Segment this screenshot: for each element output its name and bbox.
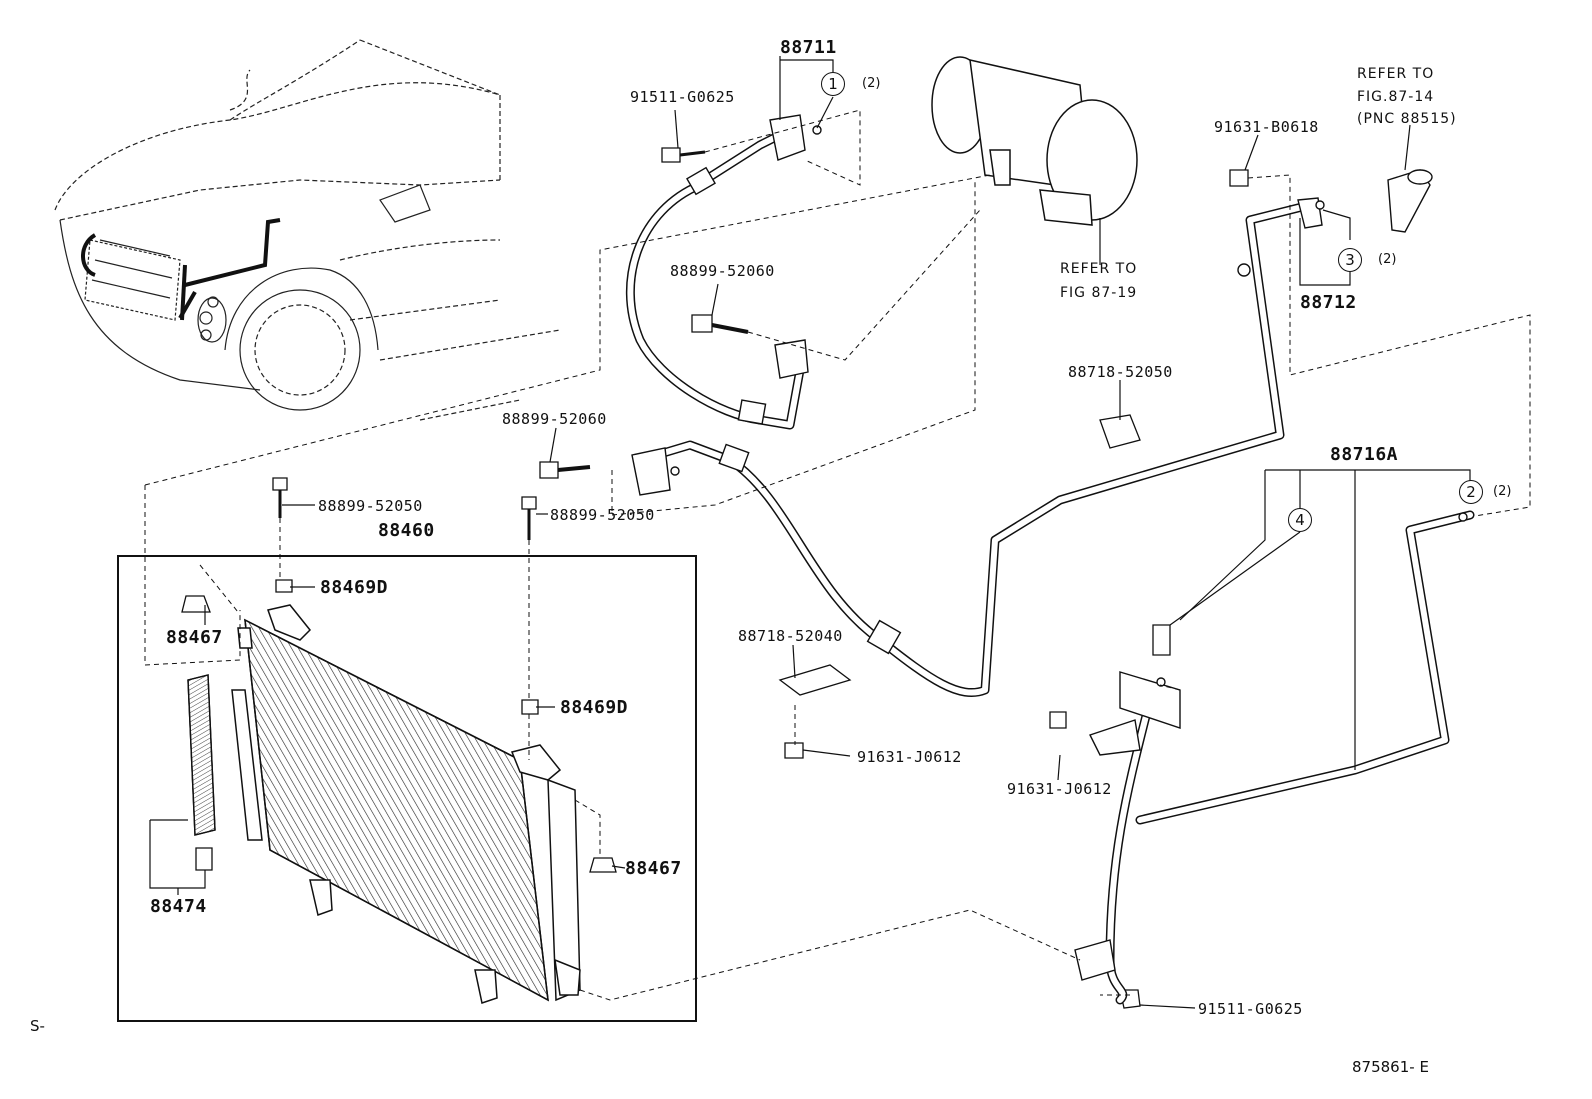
part-88716a-label[interactable]: 88716A [1330, 444, 1399, 465]
callout-1-quantity: (2) [862, 76, 881, 91]
vehicle-ac-line-highlight [81, 218, 281, 321]
callout-4-badge[interactable]: 4 [1288, 508, 1312, 532]
compressor-reference-line2[interactable]: FIG 87-19 [1060, 285, 1138, 301]
fasteners [181, 147, 1249, 1009]
part-88899-52050-right-label[interactable]: 88899-52050 [550, 506, 655, 524]
part-88899-52060-top-label[interactable]: 88899-52060 [670, 262, 775, 280]
part-91631-j0612-center-label[interactable]: 91631-J0612 [857, 748, 962, 766]
part-88718-52040-label[interactable]: 88718-52040 [738, 627, 843, 645]
part-88899-52050-left-label[interactable]: 88899-52050 [318, 497, 423, 515]
condenser-assembly [231, 604, 581, 1004]
part-91511-g0625-top-label[interactable]: 91511-G0625 [630, 88, 735, 106]
part-88711-label[interactable]: 88711 [780, 37, 837, 58]
valve-reference-line2[interactable]: FIG.87-14 [1357, 89, 1435, 105]
callout-2-badge[interactable]: 2 [1459, 480, 1483, 504]
compressor-reference-line1: REFER TO [1060, 261, 1138, 277]
callout-2-quantity: (2) [1493, 484, 1512, 499]
part-88467-right-label[interactable]: 88467 [625, 858, 682, 879]
part-88469d-top-label[interactable]: 88469D [320, 577, 389, 598]
part-91631-b0618-label[interactable]: 91631-B0618 [1214, 118, 1319, 136]
leader-lines-dashed [144, 109, 1531, 1001]
callout-1-badge[interactable]: 1 [821, 72, 845, 96]
prefix-label: S- [30, 1017, 45, 1035]
condenser-group-box [117, 555, 697, 1022]
pipe-fittings [631, 114, 1468, 981]
part-91631-j0612-right-label[interactable]: 91631-J0612 [1007, 780, 1112, 798]
part-88460-label[interactable]: 88460 [378, 520, 435, 541]
part-88467-left-label[interactable]: 88467 [166, 627, 223, 648]
condenser-side-seal [187, 674, 216, 836]
callout-3-badge[interactable]: 3 [1338, 248, 1362, 272]
vehicle-locator-illustration [54, 39, 561, 421]
callout-3-quantity: (2) [1378, 252, 1397, 267]
diagram-code: 875861- E [1352, 1058, 1429, 1076]
compressor [931, 56, 1138, 226]
part-88469d-mid-label[interactable]: 88469D [560, 697, 629, 718]
expansion-valve [1387, 169, 1433, 233]
part-88474-label[interactable]: 88474 [150, 896, 207, 917]
valve-reference-line3: (PNC 88515) [1357, 111, 1457, 127]
part-91511-g0625-bottom-label[interactable]: 91511-G0625 [1198, 1000, 1303, 1018]
part-88899-52060-mid-label[interactable]: 88899-52060 [502, 410, 607, 428]
part-88718-52050-label[interactable]: 88718-52050 [1068, 363, 1173, 381]
valve-reference-line1: REFER TO [1357, 66, 1435, 82]
leader-lines [149, 56, 1471, 1009]
part-88712-label[interactable]: 88712 [1300, 292, 1357, 313]
